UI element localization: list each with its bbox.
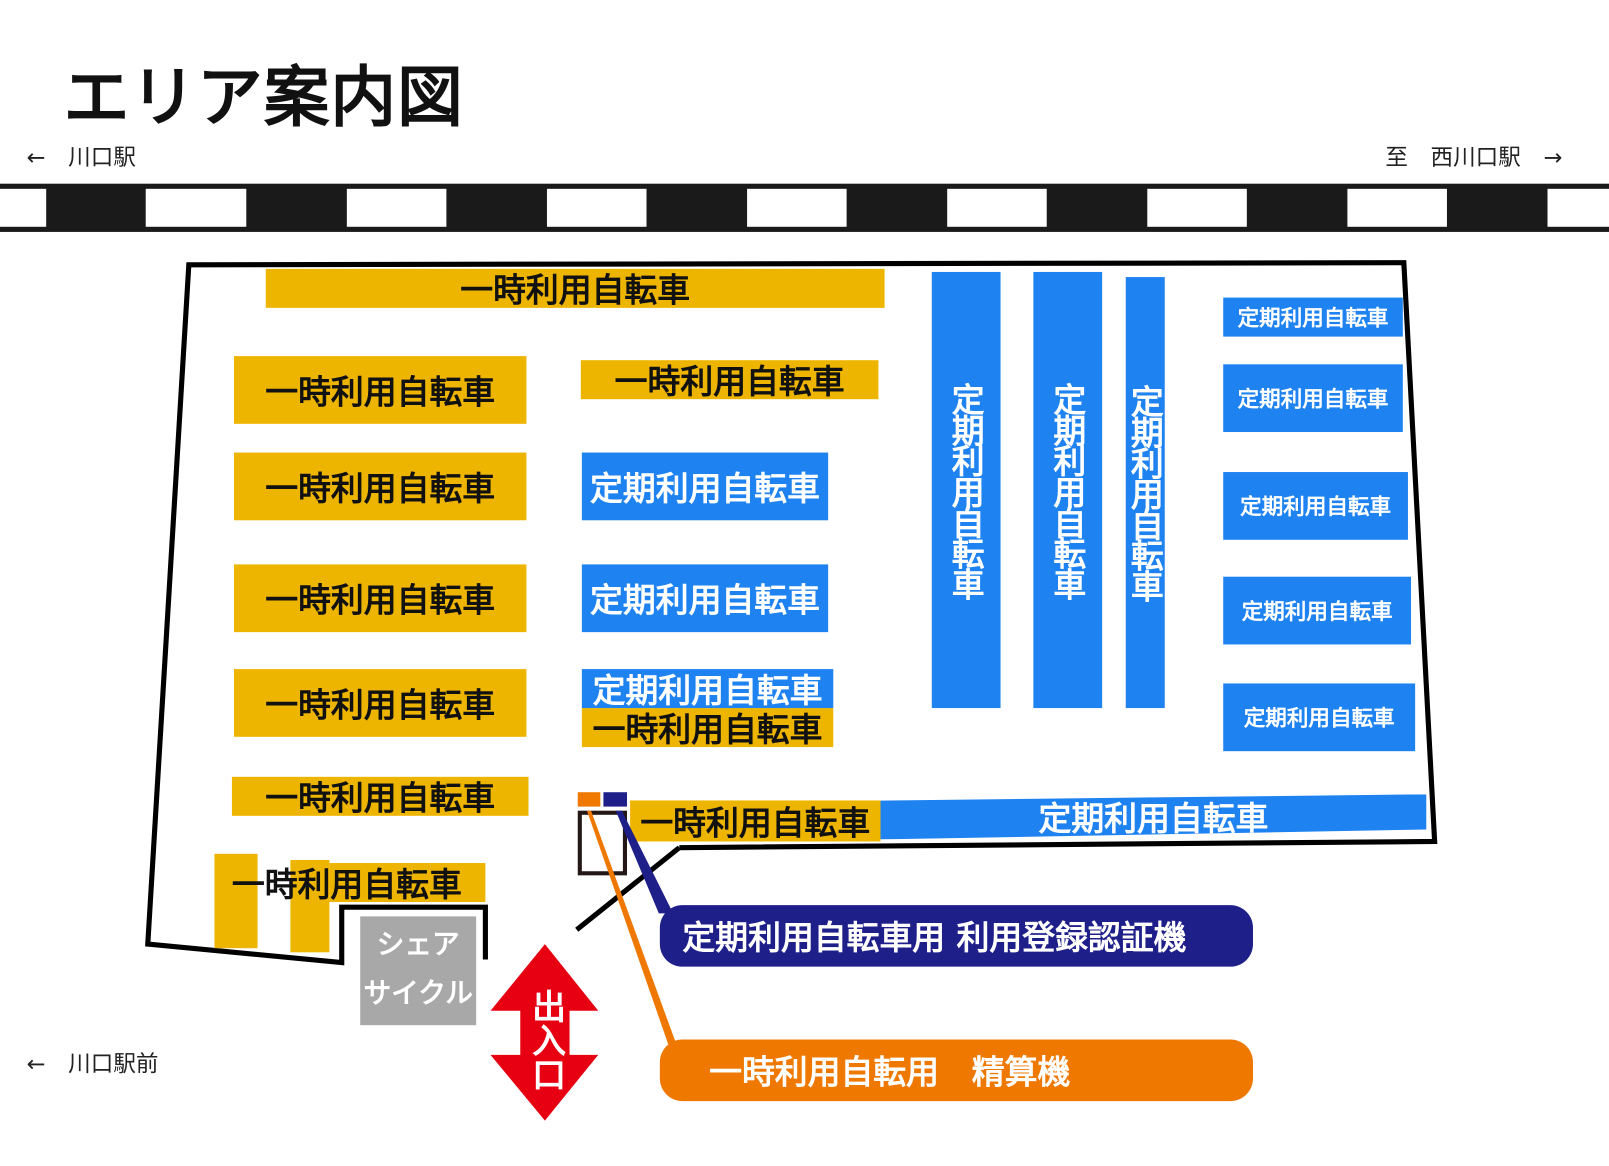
entrance-label: 出入口 (526, 988, 567, 1091)
temporary-parking-zone: 一時利用自転車 (580, 360, 879, 401)
regular-parking-zone: 定期利用自転車 (1223, 472, 1408, 540)
payment-machine-label: 一時利用自転用 精算機 (659, 1039, 1253, 1102)
direction-kawaguchi-station: ← 川口駅 (26, 145, 136, 172)
regular-parking-zone: 定期利用自転車 (581, 669, 834, 710)
regular-parking-zone: 定期利用自転車 (1223, 297, 1403, 337)
machine-booth (577, 810, 628, 876)
regular-parking-zone-vertical: 定期利用自転車 (931, 271, 1001, 709)
regular-parking-zone: 定期利用自転車 (1223, 683, 1416, 752)
regular-parking-zone: 定期利用自転車 (581, 564, 829, 633)
temporary-parking-zone-label: 一時利用自転車 (231, 865, 462, 905)
regular-parking-zone: 定期利用自転車 (1223, 576, 1412, 645)
temporary-parking-strip (290, 859, 330, 953)
direction-nishikawaguchi-station: 至 西川口駅 → (1385, 145, 1563, 172)
share-cycle-label-line2: サイクル (363, 977, 473, 1010)
payment-machine-marker (577, 792, 601, 807)
railway-track (0, 183, 1609, 232)
regular-parking-zone-vertical: 定期利用自転車 (1125, 277, 1165, 709)
registration-machine-marker (603, 792, 628, 807)
registration-machine-label: 定期利用自転車用 利用登録認証機 (659, 905, 1253, 967)
share-cycle-label-line1: シェア (376, 928, 460, 961)
direction-kawaguchi-ekimae: ← 川口駅前 (26, 1051, 159, 1078)
regular-parking-zone: 定期利用自転車 (1223, 364, 1403, 433)
temporary-parking-zone: 一時利用自転車 (231, 776, 529, 818)
temporary-parking-zone: 一時利用自転車 (233, 452, 527, 521)
payment-callout-line (586, 810, 678, 1047)
temporary-parking-zone: 一時利用自転車 (233, 669, 527, 737)
temporary-parking-zone: 一時利用自転車 (233, 356, 527, 424)
temporary-parking-zone: 一時利用自転車 (630, 800, 881, 843)
temporary-parking-strip (214, 853, 258, 949)
parking-boundary (145, 260, 1438, 966)
temporary-parking-zone: 一時利用自転車 (233, 564, 527, 633)
entrance-boundary (575, 845, 681, 932)
regular-parking-zone-vertical: 定期利用自転車 (1033, 271, 1103, 709)
regular-parking-zone: 定期利用自転車 (581, 452, 829, 521)
temporary-parking-zone: 一時利用自転車 (265, 268, 885, 310)
temporary-parking-zone: 一時利用自転車 (232, 863, 486, 904)
temporary-parking-zone: 一時利用自転車 (581, 708, 834, 749)
share-cycle-area: シェア サイクル (360, 916, 477, 1026)
registration-callout-line (615, 810, 674, 914)
page-title: エリア案内図 (63, 60, 464, 137)
